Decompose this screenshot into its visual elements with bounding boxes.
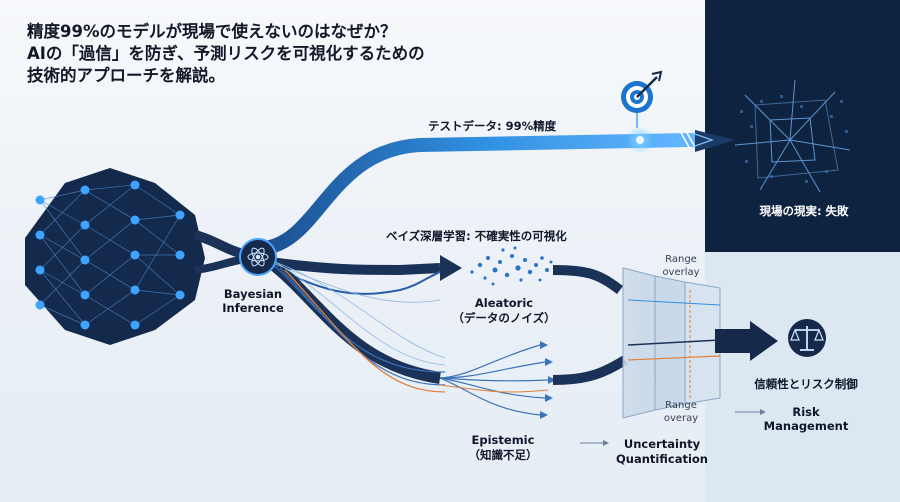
reality-label: 現場の現実: 失敗 — [759, 204, 849, 218]
title-line-2: AIの「過信」を防ぎ、予測リスクを可視化するための — [27, 44, 425, 63]
range-overlay-bottom-line-1: Range — [665, 400, 697, 411]
aleatoric-stream — [269, 255, 462, 295]
title-line-3: 技術的アプローチを解説。 — [27, 66, 225, 85]
trust-label: 信頼性とリスク制御 — [754, 377, 858, 391]
epistemic-stream — [266, 257, 549, 416]
risk-management-label: Risk Management — [764, 405, 849, 433]
test-data-label: テストデータ: 99%精度 — [428, 119, 557, 133]
bayesian-inference-line-2: Inference — [222, 301, 284, 315]
trust-arrow — [715, 321, 778, 361]
bayesian-inference-label: Bayesian Inference — [222, 287, 284, 315]
bayesian-hub — [239, 238, 277, 276]
title-line-1: 精度99%のモデルが現場で使えないのはなぜか？ — [27, 22, 397, 41]
epistemic-to-uq-stream — [552, 355, 628, 385]
thin-arrows — [580, 409, 766, 446]
neural-network-graphic — [25, 168, 205, 345]
range-overlay-top-label: Range overlay — [662, 253, 699, 279]
range-overlay-top-line-2: overlay — [662, 267, 700, 278]
aleatoric-line-2: （データのノイズ） — [452, 311, 556, 325]
epistemic-line-1: Epistemic — [471, 433, 535, 447]
aleatoric-particles — [470, 246, 553, 286]
uq-panels — [622, 267, 721, 419]
range-overlay-top-line-1: Range — [665, 254, 697, 265]
aleatoric-line-1: Aleatoric — [474, 296, 534, 310]
risk-line-1: Risk — [792, 405, 820, 419]
epistemic-arrowheads — [540, 341, 556, 419]
broken-glass-graphic — [734, 79, 851, 193]
bayesian-inference-line-1: Bayesian — [223, 287, 283, 301]
uq-label: Uncertainty Quantification — [616, 437, 708, 467]
risk-line-2: Management — [763, 419, 849, 433]
atom-icon — [247, 247, 269, 267]
epistemic-line-2: （知識不足） — [468, 448, 538, 462]
epistemic-label: Epistemic （知識不足） — [469, 433, 538, 463]
uq-line-1: Uncertainty — [623, 437, 701, 451]
page-title: 精度99%のモデルが現場で使えないのはなぜか？ AIの「過信」を防ぎ、予測リスク… — [27, 21, 547, 87]
range-overlay-bottom-label: Range overay — [664, 399, 698, 425]
aleatoric-label: Aleatoric （データのノイズ） — [452, 296, 555, 326]
scales-icon — [788, 319, 826, 357]
test-data-arrow — [258, 126, 735, 255]
range-overlay-bottom-line-2: overay — [663, 413, 699, 424]
uq-line-2: Quantification — [616, 452, 708, 466]
bayesian-dl-label: ベイズ深層学習: 不確実性の可視化 — [386, 229, 567, 243]
risk-panel — [705, 252, 900, 502]
target-icon — [621, 70, 663, 128]
aleatoric-to-uq-stream — [552, 265, 623, 295]
